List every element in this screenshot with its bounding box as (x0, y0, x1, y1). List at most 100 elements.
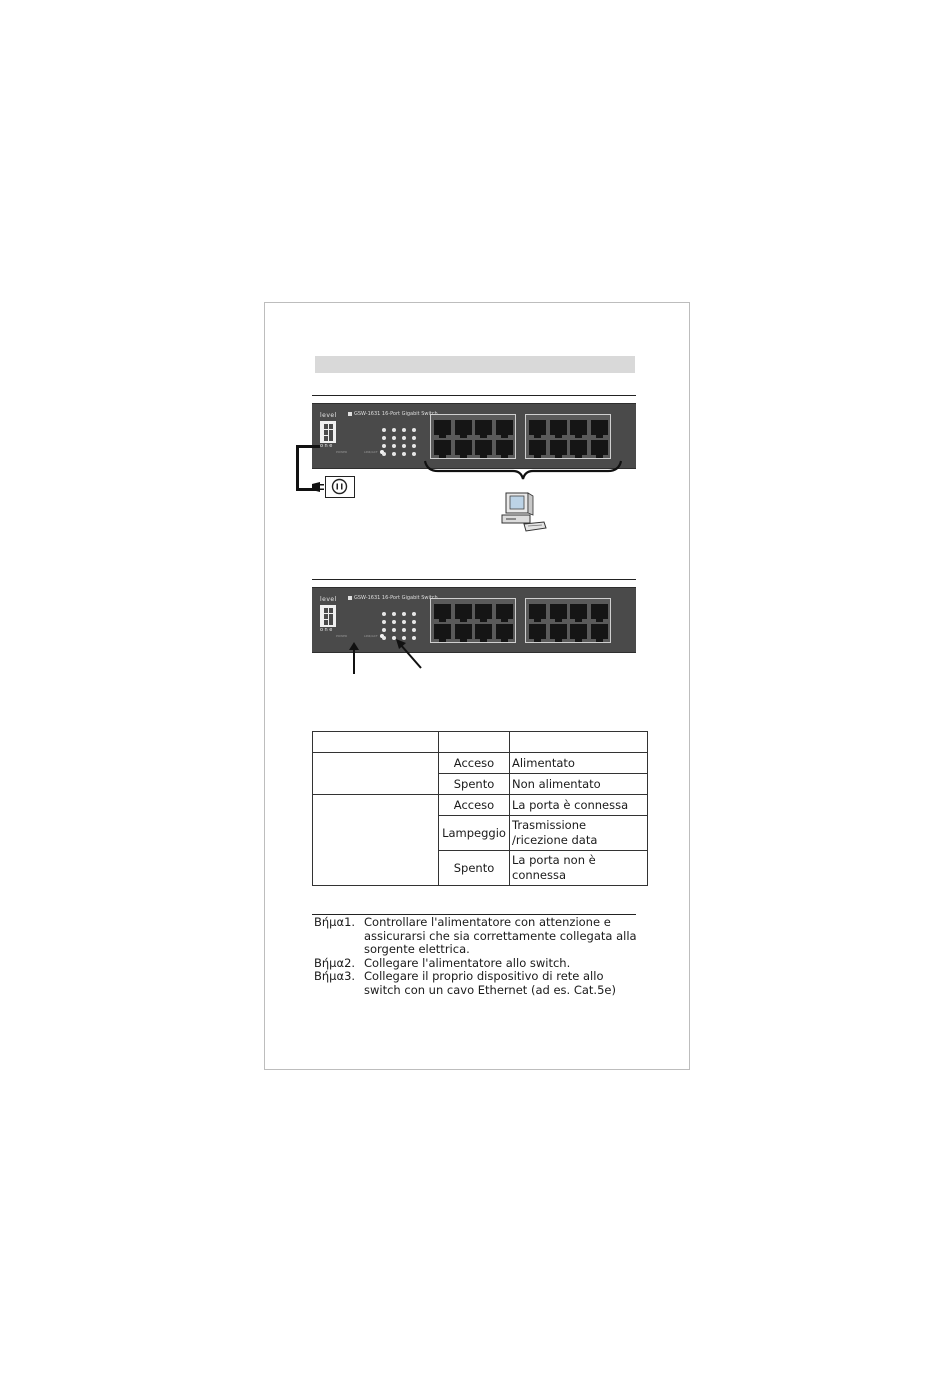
port-group (525, 598, 611, 643)
step-text: Controllare l'alimentatore con attenzion… (364, 915, 637, 956)
table-row: Acceso La porta è connessa (312, 794, 648, 886)
rj45-port (570, 440, 587, 458)
port-led (382, 636, 386, 640)
step-text: Collegare il proprio dispositivo di rete… (364, 969, 616, 997)
led-status-cell: Acceso (438, 794, 510, 816)
table-row: Acceso Alimentato (312, 752, 648, 795)
rj45-port (529, 440, 546, 458)
rj45-port (434, 420, 451, 438)
led-status-table: Acceso Alimentato Spento Non alimentato … (312, 731, 648, 886)
power-label: POWER (336, 634, 348, 638)
port-led (412, 628, 416, 632)
rj45-port (495, 604, 513, 622)
brand-mark-icon (320, 421, 336, 443)
rj45-port (475, 440, 492, 458)
port-group (525, 414, 611, 459)
led-desc-cell: La porta non è connessa (509, 850, 648, 886)
port-led (402, 452, 406, 456)
step-text: Collegare l'alimentatore allo switch. (364, 955, 571, 970)
rj45-port (570, 604, 587, 622)
rj45-port (495, 420, 513, 438)
rj45-port (549, 604, 567, 622)
port-led (412, 636, 416, 640)
step-label: Βήμα1. (314, 915, 356, 929)
ports-brace (424, 460, 622, 480)
square-icon (348, 412, 352, 416)
link-act-label: LINK/ACT (364, 450, 378, 454)
port-led (382, 620, 386, 624)
step-label: Βήμα2. (314, 955, 356, 970)
rj45-port (454, 604, 472, 622)
led-status-cell: Spento (438, 850, 510, 886)
port-led (382, 628, 386, 632)
step-item: Βήμα2. Collegare l'alimentatore allo swi… (314, 955, 638, 971)
port-led (382, 452, 386, 456)
port-led (412, 428, 416, 432)
rj45-port (495, 624, 513, 642)
led-desc-cell: Alimentato (509, 752, 648, 774)
port-led (412, 436, 416, 440)
document-page (264, 302, 690, 1070)
port-led (392, 428, 396, 432)
rj45-port (495, 440, 513, 458)
rj45-port (434, 624, 451, 642)
port-led (402, 428, 406, 432)
port-led (402, 612, 406, 616)
brand-name-bottom: one (320, 627, 334, 633)
port-led (382, 612, 386, 616)
port-led (402, 444, 406, 448)
port-led (402, 436, 406, 440)
port-led (392, 636, 396, 640)
port-led (402, 620, 406, 624)
port-led (402, 628, 406, 632)
port-led (382, 436, 386, 440)
power-cable (296, 445, 320, 491)
rj45-port (454, 624, 472, 642)
port-led (382, 428, 386, 432)
rj45-port (529, 624, 546, 642)
table-header-cell (509, 731, 648, 753)
power-label: POWER (336, 450, 348, 454)
step-item: Βήμα1. Controllare l'alimentatore con at… (314, 915, 638, 957)
rj45-port (549, 440, 567, 458)
power-outlet-icon (325, 476, 355, 498)
power-plug-icon (312, 482, 324, 492)
rj45-port (529, 604, 546, 622)
model-text: GSW-1631 16-Port Gigabit Switch (354, 411, 438, 417)
rj45-port (549, 420, 567, 438)
rj45-port (475, 604, 492, 622)
table-header-cell (438, 731, 510, 753)
section-title-bar (315, 356, 635, 373)
led-name-cell (312, 752, 439, 795)
table-row: Lampeggio Trasmissione /ricezione data (313, 815, 648, 851)
rj45-port (549, 624, 567, 642)
table-header-row (312, 731, 648, 753)
model-label: GSW-1631 16-Port Gigabit Switch (348, 411, 438, 417)
table-header-cell (312, 731, 439, 753)
rj45-port (570, 624, 587, 642)
rj45-port (475, 420, 492, 438)
port-led (392, 620, 396, 624)
led-name-cell (312, 794, 439, 886)
port-led (382, 444, 386, 448)
port-led (392, 628, 396, 632)
port-led (392, 444, 396, 448)
rj45-port (454, 440, 472, 458)
rj45-port (454, 420, 472, 438)
led-desc-cell: Non alimentato (509, 773, 648, 795)
rj45-port (570, 420, 587, 438)
rj45-port (590, 604, 608, 622)
power-led-arrow-icon (349, 642, 359, 674)
port-led (402, 636, 406, 640)
led-status-cell: Acceso (438, 752, 510, 774)
model-text: GSW-1631 16-Port Gigabit Switch (354, 595, 438, 601)
led-status-cell: Spento (438, 773, 510, 795)
installation-steps: Βήμα1. Controllare l'alimentatore con at… (314, 915, 638, 997)
led-desc-cell: Trasmissione /ricezione data (509, 815, 648, 851)
divider (312, 395, 636, 396)
rj45-port (590, 624, 608, 642)
led-status-cell: Lampeggio (438, 815, 510, 851)
port-led (392, 452, 396, 456)
